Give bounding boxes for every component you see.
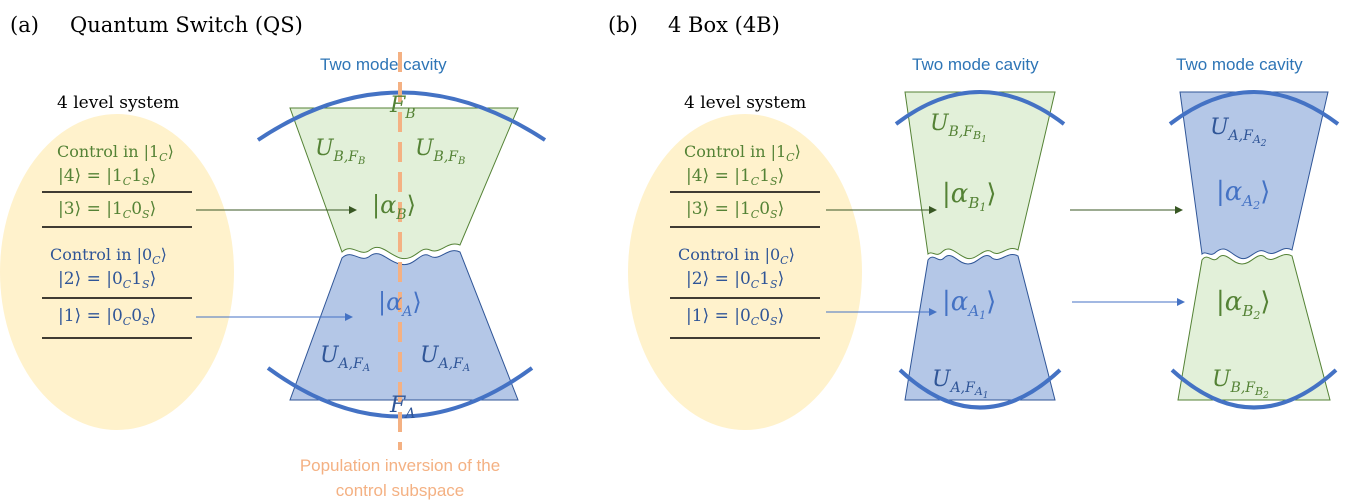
label-F-A: FA bbox=[389, 393, 415, 422]
state-3-label-b: |3⟩ = |1C0S⟩ bbox=[686, 199, 784, 221]
label-alpha-A: |αA⟩ bbox=[378, 288, 422, 320]
cavity-2-label: Two mode cavity bbox=[1176, 55, 1303, 74]
label-U-A-right: UA,FA bbox=[420, 343, 470, 374]
panel-a-letter: (a) bbox=[10, 13, 39, 37]
label-U-B-left: UB,FB bbox=[315, 136, 365, 167]
label-F-B: FB bbox=[389, 93, 416, 122]
panel-b-letter: (b) bbox=[608, 13, 638, 37]
label-U-A-left: UA,FA bbox=[320, 343, 370, 374]
four-level-system-label-b: 4 level system bbox=[684, 93, 806, 113]
panel-a-title: Quantum Switch (QS) bbox=[70, 13, 303, 37]
label-U-B2: UB,FB2 bbox=[1212, 367, 1269, 401]
panel-b: (b) 4 Box (4B) 4 level system Control in… bbox=[608, 13, 1340, 430]
cavity-1-mode-b bbox=[904, 91, 1056, 260]
state-1-label: |1⟩ = |0C0S⟩ bbox=[58, 306, 156, 328]
cavity-2-top-mirror bbox=[1168, 90, 1340, 126]
state-2-label: |2⟩ = |0C1S⟩ bbox=[58, 269, 156, 291]
label-alpha-B1: |αB1⟩ bbox=[942, 179, 997, 214]
cavity-1-label: Two mode cavity bbox=[912, 55, 1039, 74]
label-alpha-B2: |αB2⟩ bbox=[1216, 287, 1271, 322]
four-level-system-ellipse-b bbox=[628, 114, 862, 430]
mode-a-region bbox=[289, 250, 519, 401]
inversion-caption-line-2: control subspace bbox=[336, 481, 465, 500]
four-level-system-ellipse bbox=[0, 114, 234, 430]
four-level-system-label: 4 level system bbox=[57, 93, 179, 113]
label-alpha-A2: |αA2⟩ bbox=[1216, 177, 1270, 212]
control-1-label-b: Control in |1C⟩ bbox=[684, 142, 801, 164]
cavity-label: Two mode cavity bbox=[320, 55, 447, 74]
control-1-label: Control in |1C⟩ bbox=[57, 142, 174, 164]
label-U-B1: UB,FB1 bbox=[930, 111, 987, 145]
control-0-label: Control in |0C⟩ bbox=[50, 245, 167, 267]
cavity-2-mode-b bbox=[1177, 254, 1331, 401]
mode-b-region bbox=[289, 107, 519, 260]
label-alpha-B: |αB⟩ bbox=[372, 191, 416, 223]
label-U-A1: UA,FA1 bbox=[932, 367, 989, 401]
state-4-label-b: |4⟩ = |1C1S⟩ bbox=[686, 166, 784, 188]
state-3-label: |3⟩ = |1C0S⟩ bbox=[58, 199, 156, 221]
label-alpha-A1: |αA1⟩ bbox=[942, 287, 996, 322]
panel-a: (a) Quantum Switch (QS) 4 level system C… bbox=[0, 13, 547, 500]
inversion-caption-line-1: Population inversion of the bbox=[300, 456, 500, 475]
cavity-2-bottom-mirror bbox=[1170, 368, 1338, 410]
panel-b-title: 4 Box (4B) bbox=[668, 13, 780, 37]
control-0-label-b: Control in |0C⟩ bbox=[678, 245, 795, 267]
state-4-label: |4⟩ = |1C1S⟩ bbox=[58, 166, 156, 188]
label-U-A2: UA,FA2 bbox=[1210, 115, 1267, 149]
state-2-label-b: |2⟩ = |0C1S⟩ bbox=[686, 269, 784, 291]
state-1-label-b: |1⟩ = |0C0S⟩ bbox=[686, 306, 784, 328]
cavity-1-mode-a bbox=[904, 254, 1056, 401]
label-U-B-right: UB,FB bbox=[415, 136, 465, 167]
cavity-1-bottom-mirror bbox=[898, 368, 1062, 410]
cavity-1-top-mirror bbox=[894, 90, 1066, 126]
cavity-2-mode-a bbox=[1179, 91, 1329, 260]
